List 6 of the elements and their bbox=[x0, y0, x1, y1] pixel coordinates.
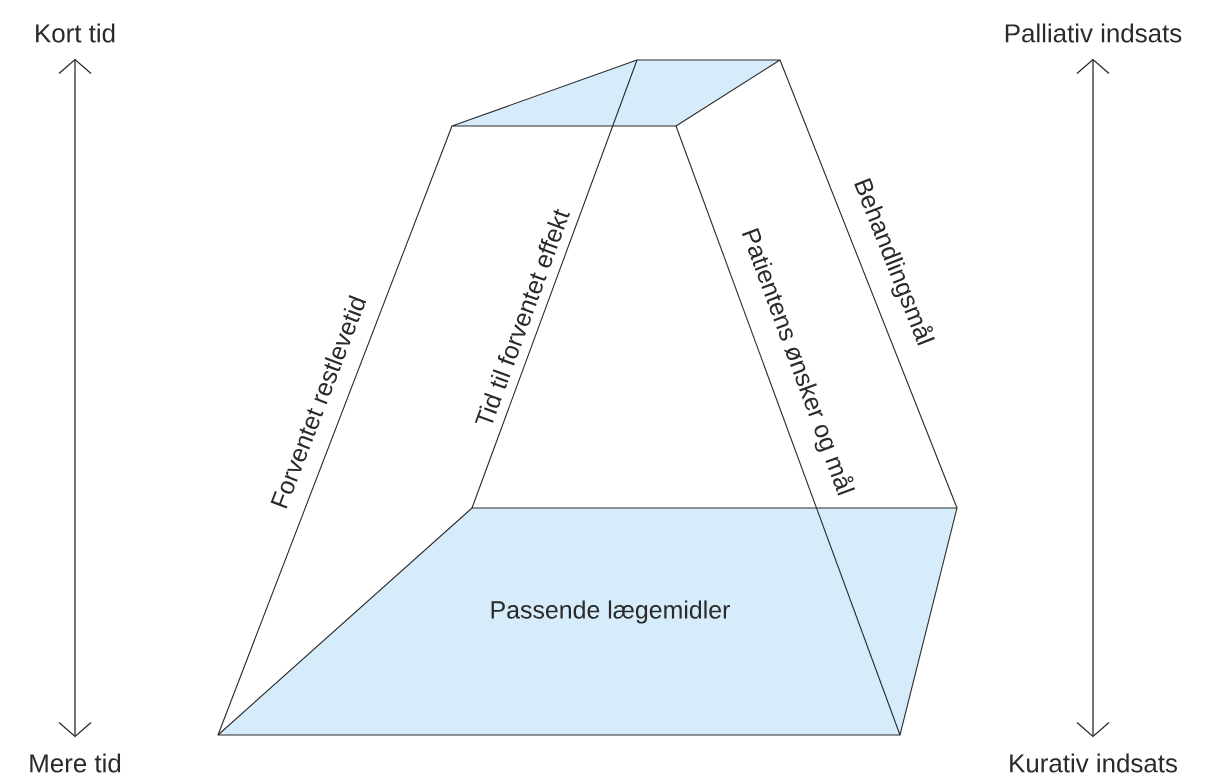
double-arrow bbox=[58, 58, 92, 738]
axis-label: Kort tid bbox=[36, 23, 115, 43]
axis-label: Palliativ indsats bbox=[1005, 23, 1182, 43]
axis-label: Mere tid bbox=[30, 753, 121, 773]
axis-label: Kurativ indsats bbox=[1010, 753, 1177, 773]
double-arrow bbox=[1076, 58, 1110, 738]
